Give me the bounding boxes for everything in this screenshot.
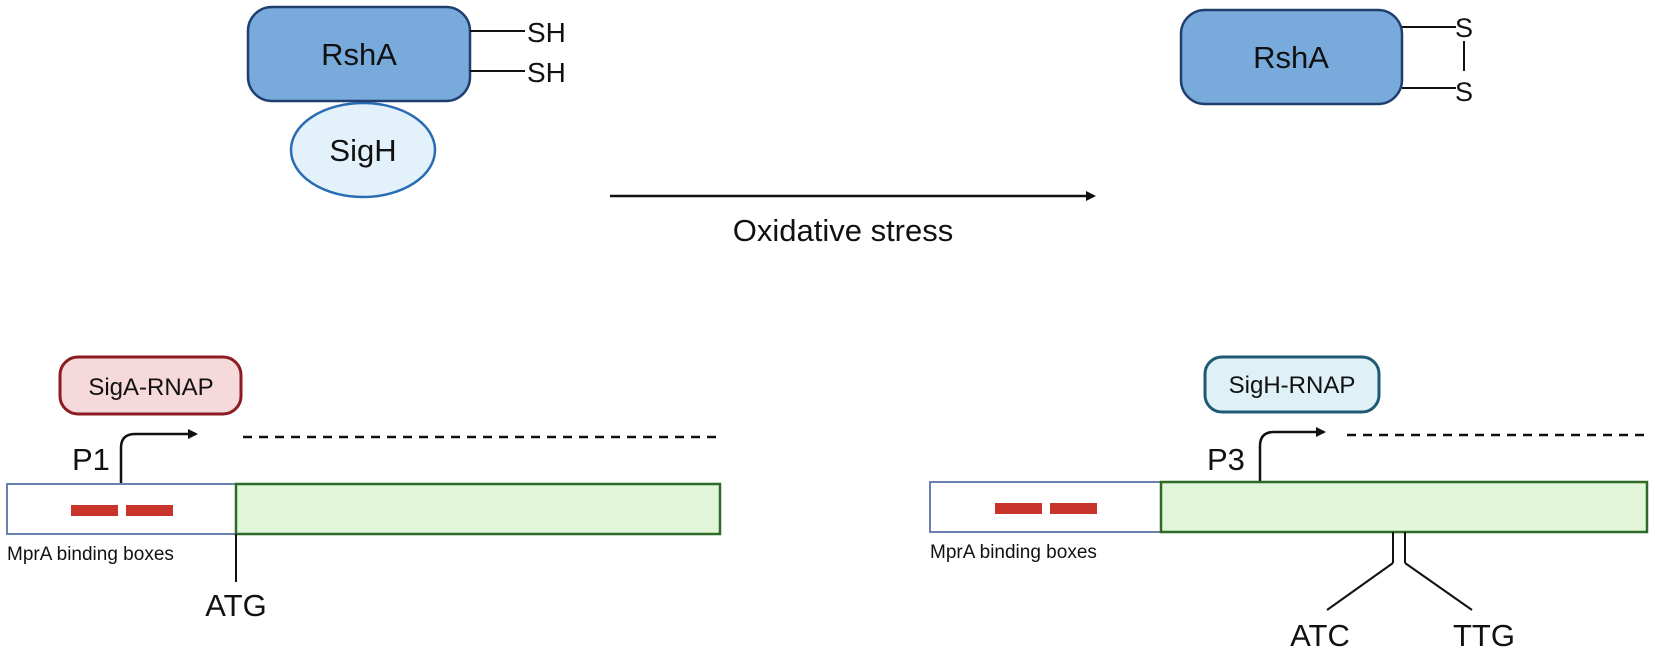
left-mpra-box-1 [71, 505, 118, 516]
gene-locus-left: SigA-RNAP P1 MprA binding boxes ATG [6, 355, 722, 623]
siga-rnap-label: SigA-RNAP [88, 374, 213, 401]
gene-locus-right: SigH-RNAP P3 MprA binding boxes ATC TTG [929, 355, 1649, 653]
right-mpra-box-2 [1050, 503, 1097, 514]
p1-promoter-label: P1 [72, 442, 110, 477]
transition-arrow-label: Oxidative stress [733, 213, 954, 248]
ttg-codon-label: TTG [1453, 618, 1515, 653]
sigh-rnap-label: SigH-RNAP [1229, 372, 1356, 399]
rsha-reduced-shape [246, 5, 472, 103]
right-promoter-region [929, 481, 1162, 533]
thiol-label-top: SH [527, 17, 566, 48]
atg-codon-label: ATG [205, 588, 266, 623]
oxidative-stress-transition: Oxidative stress [610, 191, 1096, 248]
p3-promoter-label: P3 [1207, 442, 1245, 477]
left-mpra-binding-label: MprA binding boxes [7, 544, 174, 565]
siga-rnap-shape [58, 355, 243, 416]
sigh-protein-label: SigH [329, 133, 396, 168]
rsha-oxidized: RshA S S [1179, 8, 1473, 107]
ttg-marker-diagonal [1404, 562, 1473, 611]
right-mpra-binding-label: MprA binding boxes [930, 542, 1097, 563]
atc-codon-label: ATC [1290, 618, 1350, 653]
atc-marker-diagonal [1326, 562, 1394, 611]
rsha-sigh-complex: SigH RshA SH SH [246, 5, 566, 199]
p3-transcription-start-arrow [1258, 427, 1326, 484]
right-mpra-box-1 [995, 503, 1042, 514]
left-gene-body [234, 482, 722, 536]
sulfur-label-bottom: S [1455, 77, 1473, 107]
left-mpra-box-2 [126, 505, 173, 516]
sigh-protein-shape [289, 101, 437, 199]
rsha-oxidized-shape [1179, 8, 1404, 106]
p1-transcription-start-arrow [119, 429, 198, 484]
thiol-label-bottom: SH [527, 57, 566, 88]
left-promoter-region [6, 483, 237, 535]
sigh-rnap-shape [1203, 355, 1381, 414]
rsha-reduced-label: RshA [321, 37, 397, 72]
rsha-oxidized-label: RshA [1253, 40, 1329, 75]
right-gene-body [1159, 480, 1649, 534]
sulfur-label-top: S [1455, 13, 1473, 43]
